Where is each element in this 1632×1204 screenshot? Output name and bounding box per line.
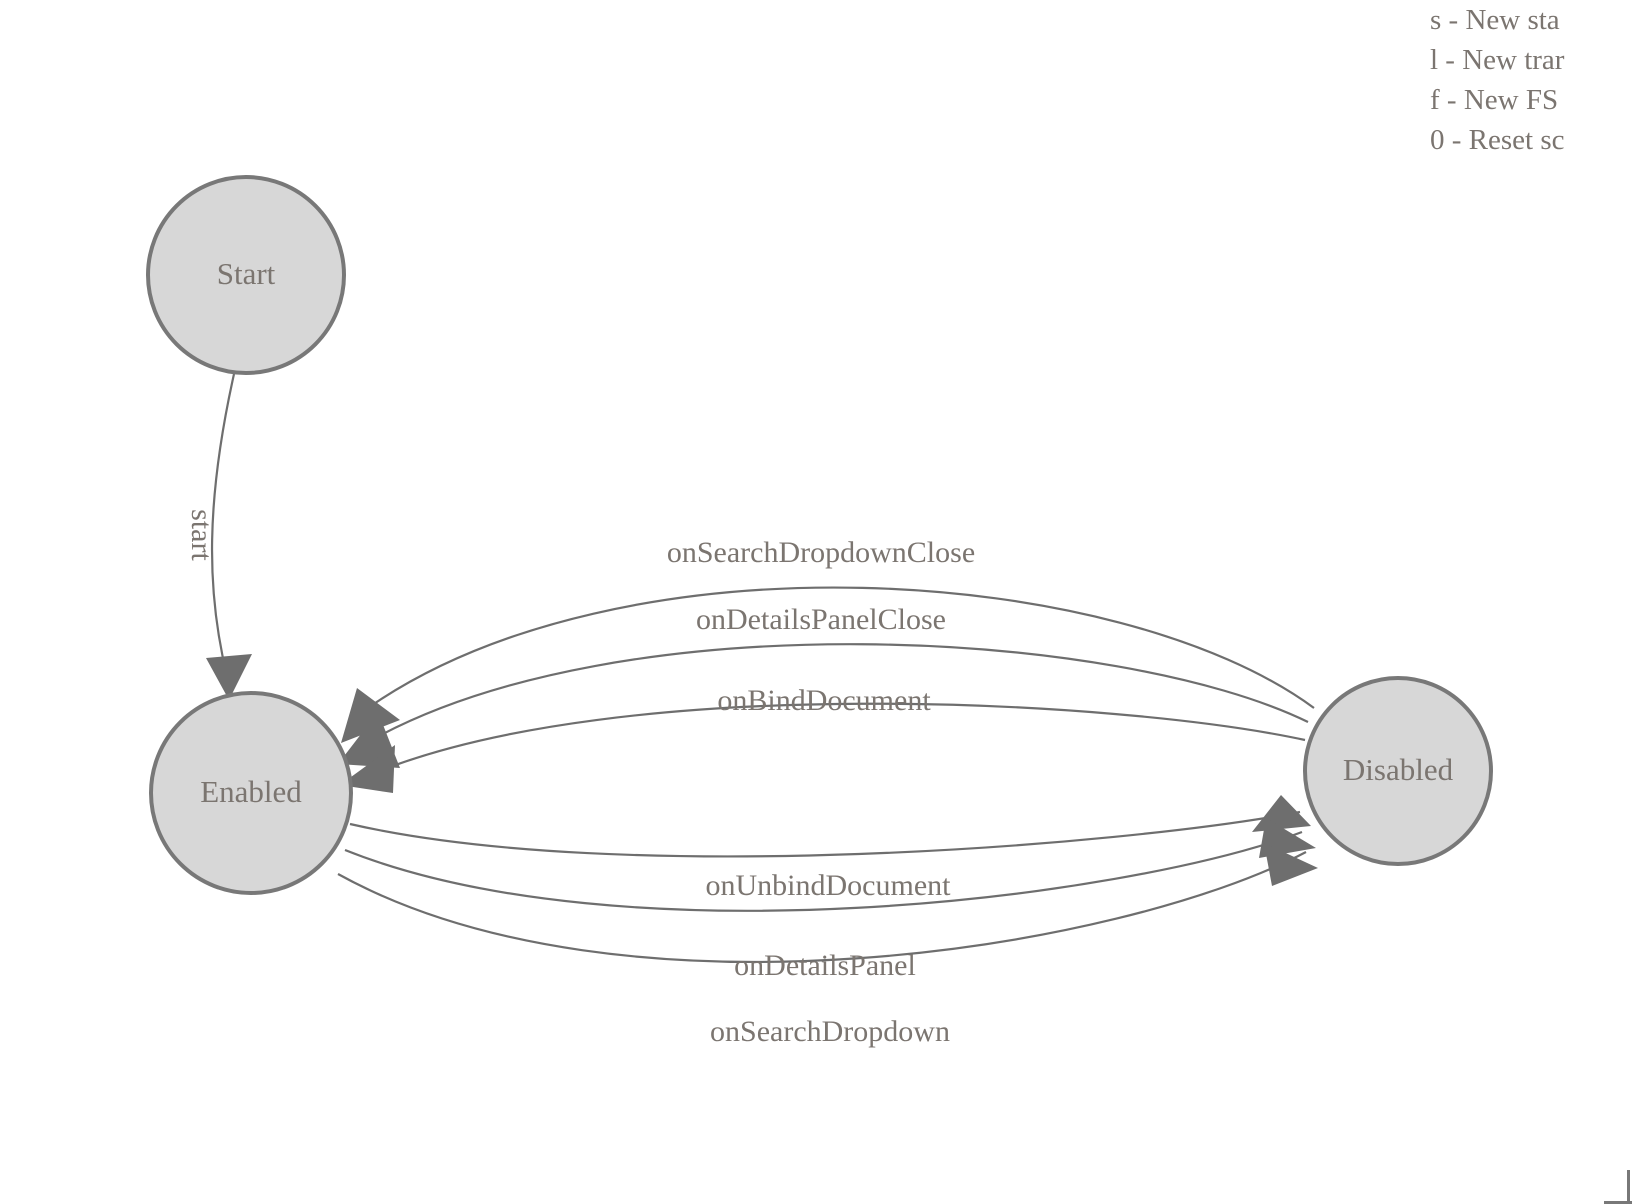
transition-label-on-bind-document: onBindDocument <box>717 684 931 717</box>
transition-label-start: start <box>185 509 218 561</box>
transition-label-on-search-dropdown: onSearchDropdown <box>710 1015 950 1048</box>
transition-label-on-details-panel-close: onDetailsPanelClose <box>696 603 946 636</box>
transition-label-on-search-dropdown-close: onSearchDropdownClose <box>667 536 975 569</box>
state-node-disabled[interactable]: Disabled <box>1303 676 1493 866</box>
edge-on-details-panel[interactable] <box>344 830 1303 912</box>
state-circle-enabled[interactable] <box>149 691 353 895</box>
state-label-enabled: Enabled <box>200 774 302 809</box>
state-label-disabled: Disabled <box>1343 752 1454 787</box>
arrowhead-enabled-3 <box>340 745 395 793</box>
state-circle-start[interactable] <box>146 175 346 375</box>
transition-label-on-details-panel: onDetailsPanel <box>734 949 916 982</box>
edge-on-unbind-document[interactable] <box>349 810 1301 858</box>
resize-corner-vertical-bar <box>1627 1170 1630 1202</box>
resize-corner-handle[interactable] <box>1602 1170 1632 1204</box>
help-line-new-transition: l - New trar <box>1430 44 1565 76</box>
arrowhead-start <box>206 654 252 700</box>
state-circle-disabled[interactable] <box>1303 676 1493 866</box>
help-line-new-state: s - New sta <box>1430 4 1560 36</box>
edge-on-bind-document[interactable] <box>371 702 1306 776</box>
state-node-start[interactable]: Start <box>146 175 346 375</box>
edge-on-search-dropdown-close[interactable] <box>364 586 1315 711</box>
help-line-reset: 0 - Reset sc <box>1430 124 1565 156</box>
edge-on-search-dropdown[interactable] <box>337 851 1307 963</box>
edge-start[interactable] <box>210 373 236 677</box>
edge-on-details-panel-close[interactable] <box>367 643 1309 743</box>
arrowhead-disabled-3 <box>1264 843 1318 886</box>
transition-label-on-unbind-document: onUnbindDocument <box>706 869 952 902</box>
resize-corner-horizontal-bar <box>1604 1201 1632 1204</box>
arrowhead-disabled-1 <box>1252 795 1311 832</box>
arrowhead-enabled-1 <box>341 688 400 743</box>
help-line-new-fsm: f - New FS <box>1430 84 1559 116</box>
keyboard-help-overlay: s - New sta l - New trar f - New FS 0 - … <box>1430 0 1632 160</box>
state-node-enabled[interactable]: Enabled <box>149 691 353 895</box>
state-label-start: Start <box>217 256 276 291</box>
